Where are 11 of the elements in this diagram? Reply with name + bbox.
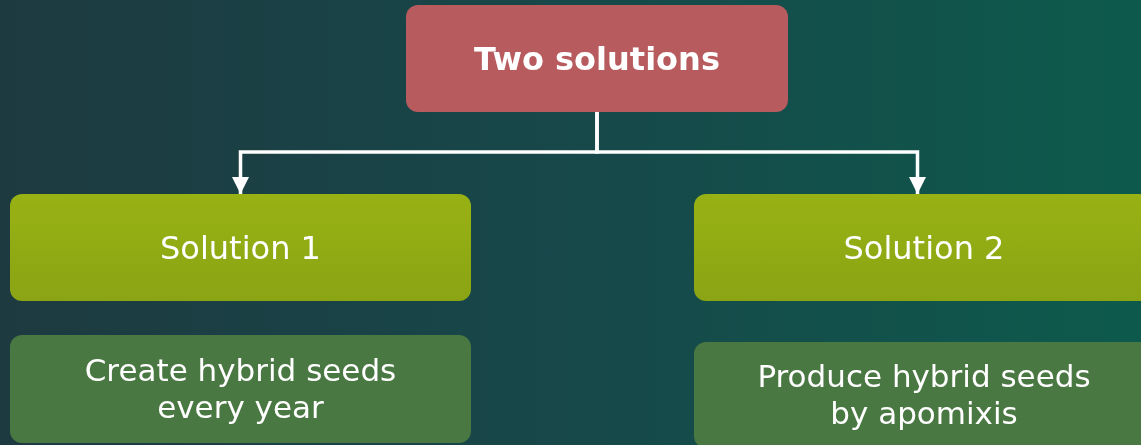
solution-box bbox=[694, 194, 1141, 301]
connector-arrow bbox=[595, 112, 927, 194]
box-text: Solution 1 bbox=[160, 228, 321, 267]
solution-box bbox=[10, 194, 471, 301]
description-box bbox=[694, 342, 1141, 445]
box-text: Create hybrid seeds every year bbox=[83, 351, 398, 427]
title-box bbox=[406, 5, 788, 112]
box-text: Solution 2 bbox=[843, 228, 1005, 267]
box-text: Produce hybrid seeds by apomixis bbox=[756, 357, 1092, 433]
description-box bbox=[10, 335, 471, 443]
box-text: Two solutions bbox=[474, 39, 720, 78]
